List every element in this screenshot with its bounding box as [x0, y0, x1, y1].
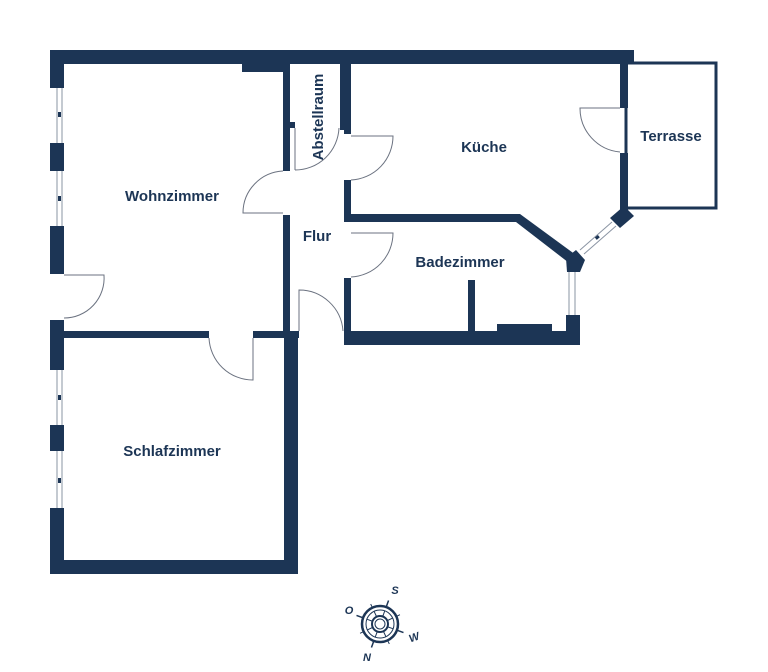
bathtub-block: [497, 324, 552, 334]
wall-abstell-stub-left: [288, 122, 295, 128]
compass-rose-icon: [356, 600, 404, 648]
wall-entry-left: [283, 331, 299, 338]
wall-bad-right: [566, 315, 580, 345]
compass-west: W: [407, 630, 422, 645]
wall-left-3: [50, 226, 64, 274]
room-label-flur: Flur: [303, 228, 331, 245]
wall-kueche-bad: [344, 214, 580, 266]
window-schlafzimmer-2: [56, 451, 63, 508]
door-wohnzimmer: [242, 170, 284, 214]
wall-left-1: [50, 50, 64, 88]
wall-left-2: [50, 143, 64, 171]
window-kueche-diagonal: [579, 221, 617, 255]
wall-schlaf-right: [284, 333, 298, 574]
door-schlafzimmer: [208, 337, 254, 381]
door-badezimmer: [350, 232, 394, 278]
wall-bottom: [50, 560, 298, 574]
room-label-kueche: Küche: [461, 139, 507, 156]
room-label-badezimmer: Badezimmer: [415, 254, 504, 271]
wall-abstell-right: [340, 64, 347, 130]
room-label-schlafzimmer: Schlafzimmer: [123, 443, 221, 460]
window-wohnzimmer-1: [56, 88, 63, 143]
door-entry: [298, 289, 344, 332]
wall-wohn-flur-1: [283, 64, 290, 171]
wall-kueche-left-1: [344, 64, 351, 134]
wall-left-5: [50, 425, 64, 451]
window-wohnzimmer-2: [56, 171, 63, 226]
wall-kueche-right-2: [620, 153, 628, 219]
room-label-abstellraum: Abstellraum: [310, 74, 327, 161]
wall-wohn-schlaf-2: [253, 331, 298, 338]
wall-block: [242, 60, 286, 72]
compass-east: O: [345, 605, 354, 617]
wall-bad-bottom: [344, 331, 580, 345]
terrasse-outline: [624, 61, 718, 210]
door-wohnzimmer-exterior: [63, 274, 105, 319]
wall-wohn-schlaf-1: [64, 331, 209, 338]
wall-wohn-flur-2: [283, 215, 290, 338]
wall-kueche-right-1: [620, 64, 628, 108]
room-label-wohnzimmer: Wohnzimmer: [125, 188, 219, 205]
wall-flur-bad: [344, 278, 351, 338]
room-label-terrasse: Terrasse: [640, 128, 701, 145]
compass-south: S: [391, 585, 399, 597]
door-terrasse: [579, 107, 621, 153]
wall-left-6: [50, 508, 64, 574]
window-schlafzimmer-1: [56, 370, 63, 425]
door-abstellraum: [294, 127, 340, 171]
window-badezimmer: [568, 272, 576, 315]
door-kueche: [350, 135, 394, 181]
wall-kueche-left-2: [344, 180, 351, 222]
wall-bad-divider: [468, 280, 475, 335]
wall-corner-bad: [566, 250, 585, 272]
compass-north: N: [363, 652, 372, 664]
wall-top: [50, 50, 634, 64]
wall-left-4: [50, 320, 64, 370]
